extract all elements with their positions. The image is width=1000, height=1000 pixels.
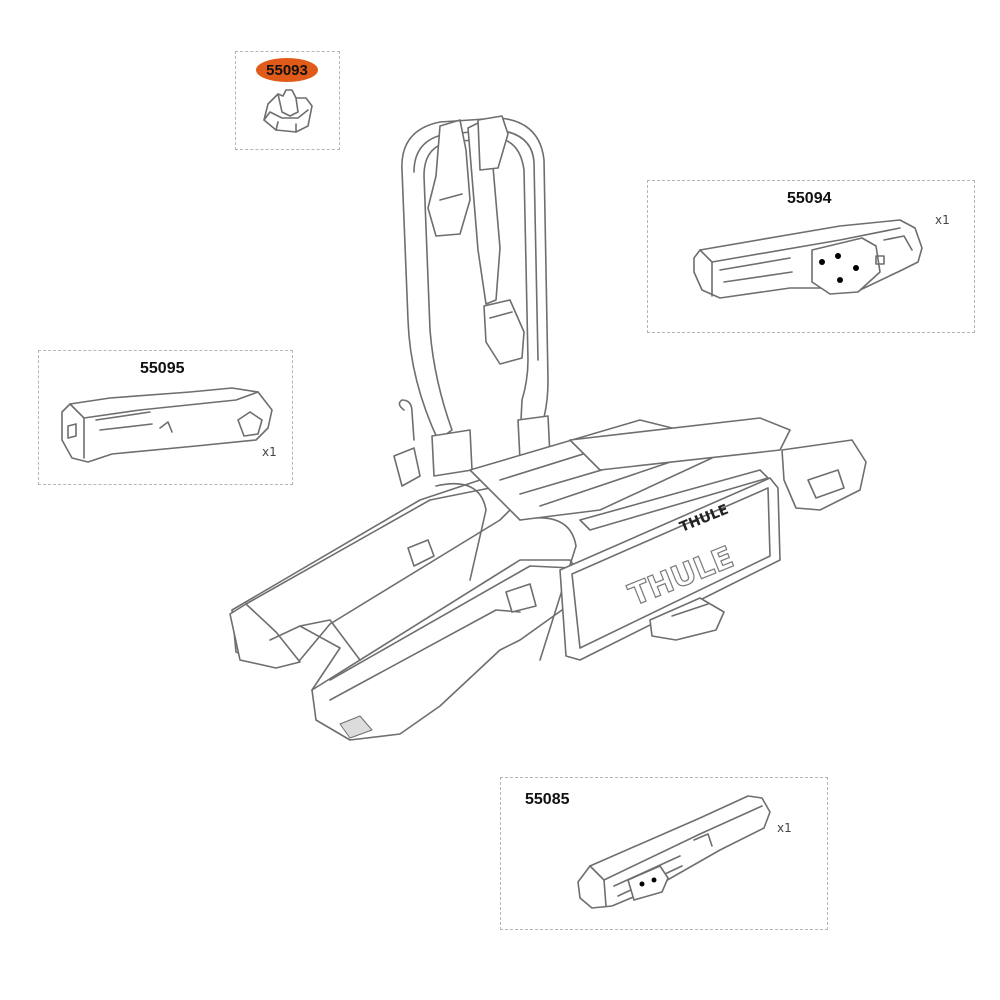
- part-55095-light-drawing[interactable]: [61, 387, 273, 463]
- bike-carrier-drawing: [229, 115, 867, 741]
- part-box-55085[interactable]: [500, 777, 828, 930]
- part-box-55094[interactable]: [647, 180, 975, 333]
- part-number-55093-highlight[interactable]: 55093: [256, 58, 318, 82]
- part-55094-light-drawing[interactable]: [693, 219, 923, 299]
- part-box-55093[interactable]: [235, 51, 340, 150]
- part-number-55094: 55094: [787, 190, 832, 207]
- part-55085-light-drawing[interactable]: [577, 795, 771, 909]
- part-number-55093: 55093: [266, 61, 308, 79]
- part-box-55095[interactable]: [38, 350, 293, 485]
- quantity-55085: x1: [777, 821, 792, 835]
- part-number-55085: 55085: [525, 791, 570, 808]
- quantity-55095: x1: [262, 445, 277, 459]
- part-55093-clip-drawing[interactable]: [263, 89, 313, 133]
- quantity-55094: x1: [935, 213, 950, 227]
- part-number-55095: 55095: [140, 360, 185, 377]
